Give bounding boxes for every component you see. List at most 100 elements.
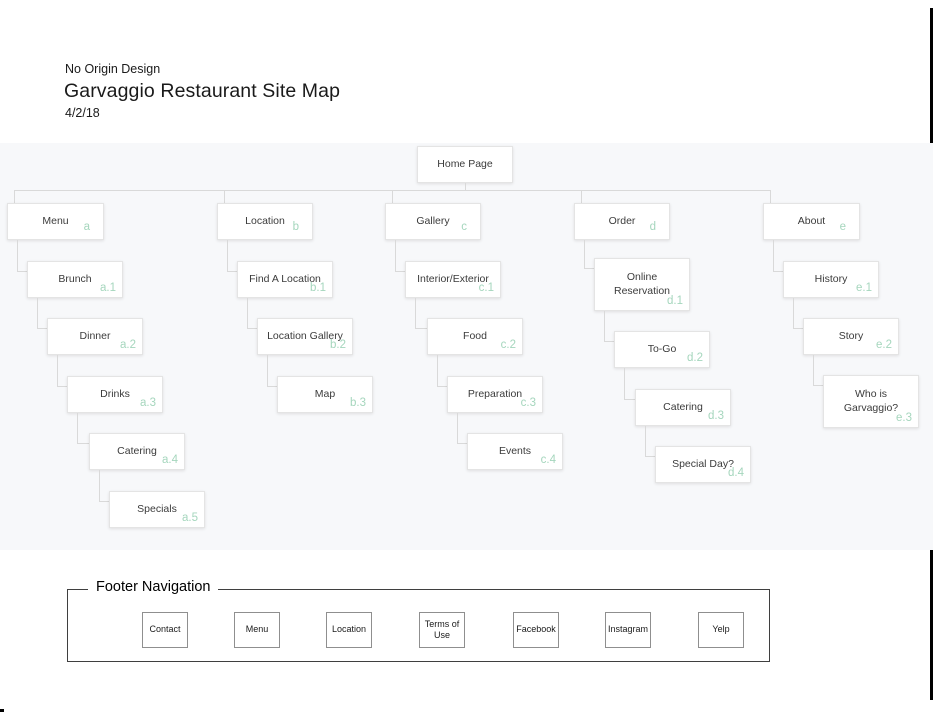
footer-item-location: Location — [326, 612, 372, 648]
node-code: a.2 — [120, 339, 136, 351]
connector-line — [624, 399, 635, 400]
connector-line — [770, 190, 771, 203]
connector-line — [267, 355, 268, 386]
node-code: a.1 — [100, 282, 116, 294]
corner-mark — [0, 709, 4, 712]
node-label: Food — [463, 329, 487, 342]
connector-line — [227, 271, 237, 272]
sitemap-node-events: Events c.4 — [467, 433, 563, 470]
page-title: Garvaggio Restaurant Site Map — [64, 80, 341, 102]
node-code: b.2 — [330, 339, 346, 351]
node-label: Order — [608, 214, 636, 227]
sitemap-node-special-day: Special Day?d.4 — [655, 446, 751, 483]
node-label: Gallery — [416, 214, 450, 227]
node-label: Drinks — [100, 387, 130, 400]
connector-line — [437, 355, 438, 386]
connector-line — [793, 328, 803, 329]
node-code: d.2 — [687, 352, 703, 364]
connector-line — [17, 271, 27, 272]
connector-line — [645, 426, 646, 456]
node-label: Events — [498, 444, 532, 457]
connector-line — [77, 443, 89, 444]
connector-line — [227, 240, 228, 271]
node-code: e — [839, 221, 846, 233]
node-label: Catering — [663, 400, 703, 413]
sitemap-node-brunch: Brunch a.1 — [27, 261, 123, 298]
connector-line — [604, 311, 605, 341]
connector-line — [813, 355, 814, 385]
connector-line — [37, 328, 47, 329]
node-label: Story — [838, 329, 864, 342]
connector-line — [584, 240, 585, 268]
connector-line — [14, 190, 15, 203]
footer-item-instagram: Instagram — [605, 612, 651, 648]
connector-line — [224, 190, 225, 203]
sitemap-node-about: About e — [763, 203, 860, 240]
node-label: Map — [314, 387, 336, 400]
node-code: a.3 — [140, 397, 156, 409]
node-code: d — [649, 221, 656, 233]
node-label: Location Gallery — [267, 329, 343, 342]
node-label: Special Day? — [672, 457, 734, 470]
sitemap-node-food: Food c.2 — [427, 318, 523, 355]
connector-line — [604, 341, 614, 342]
connector-line — [57, 355, 58, 386]
node-code: b — [292, 221, 299, 233]
node-label: Location — [245, 214, 285, 227]
sitemap-node-drinks: Drinks a.3 — [67, 376, 163, 413]
connector-line — [581, 190, 582, 203]
sitemap-node-catering: Catering d.3 — [635, 389, 731, 426]
node-label: Find A Location — [249, 272, 321, 285]
sitemap-node-location: Location b — [217, 203, 313, 240]
connector-line — [267, 386, 277, 387]
connector-line — [415, 298, 416, 328]
node-code: d.1 — [667, 295, 683, 307]
connector-line — [584, 268, 594, 269]
connector-line — [457, 443, 467, 444]
node-code: c — [461, 221, 467, 233]
connector-line — [247, 328, 257, 329]
connector-line — [57, 386, 67, 387]
connector-line — [645, 456, 655, 457]
connector-line — [813, 385, 823, 386]
node-code: c.4 — [540, 454, 556, 466]
node-label: Interior/Exterior — [417, 272, 489, 285]
connector-line — [437, 386, 447, 387]
footer-item-facebook: Facebook — [513, 612, 559, 648]
document-header: No Origin Design Garvaggio Restaurant Si… — [64, 62, 340, 120]
connector-line — [392, 190, 393, 203]
footer-item-contact: Contact — [142, 612, 188, 648]
connector-line — [99, 470, 100, 501]
sitemap-node-map: Map b.3 — [277, 376, 373, 413]
node-code: c.2 — [500, 339, 516, 351]
connector-line — [17, 240, 18, 271]
node-label: About — [797, 214, 826, 227]
connector-line — [624, 368, 625, 399]
connector-line — [773, 271, 783, 272]
right-edge-line-top — [930, 8, 933, 143]
footer-legend: Footer Navigation — [88, 579, 219, 595]
sitemap-node-who-is-garvaggio: Who is Garvaggio?e.3 — [823, 375, 919, 428]
node-label: Brunch — [58, 272, 92, 285]
connector-line — [395, 271, 405, 272]
node-code: d.4 — [728, 467, 744, 479]
node-code: d.3 — [708, 410, 724, 422]
node-code: b.3 — [350, 397, 366, 409]
footer-item-menu: Menu — [234, 612, 280, 648]
node-code: a — [83, 221, 90, 233]
node-label: Preparation — [467, 387, 523, 400]
company-name: No Origin Design — [65, 62, 161, 76]
node-code: b.1 — [310, 282, 326, 294]
node-code: c.3 — [520, 397, 536, 409]
node-label: Online Reservation — [613, 270, 671, 297]
